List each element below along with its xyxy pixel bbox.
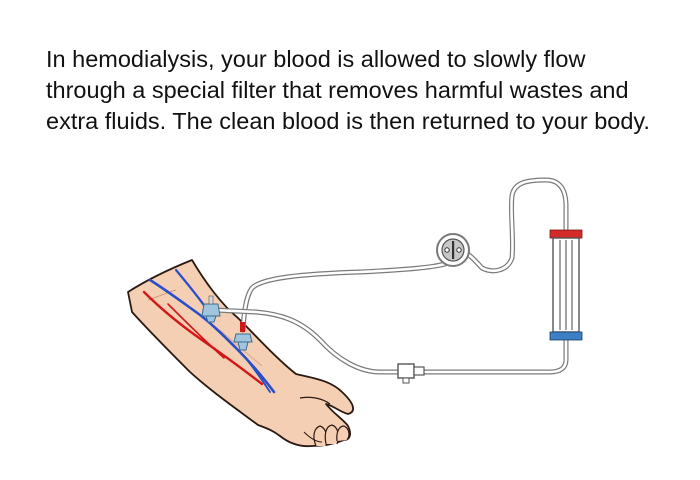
dialyzer-filter-icon	[549, 229, 583, 341]
vein	[148, 278, 276, 394]
tube-clamp-icon	[397, 363, 425, 384]
finger-3	[336, 425, 350, 442]
needle-connector-icon	[201, 295, 253, 351]
artery	[142, 290, 264, 386]
arm-illustration	[127, 259, 354, 448]
caption-text: In hemodialysis, your blood is allowed t…	[46, 46, 650, 134]
tubing	[211, 177, 569, 375]
pump-icon	[436, 233, 470, 267]
